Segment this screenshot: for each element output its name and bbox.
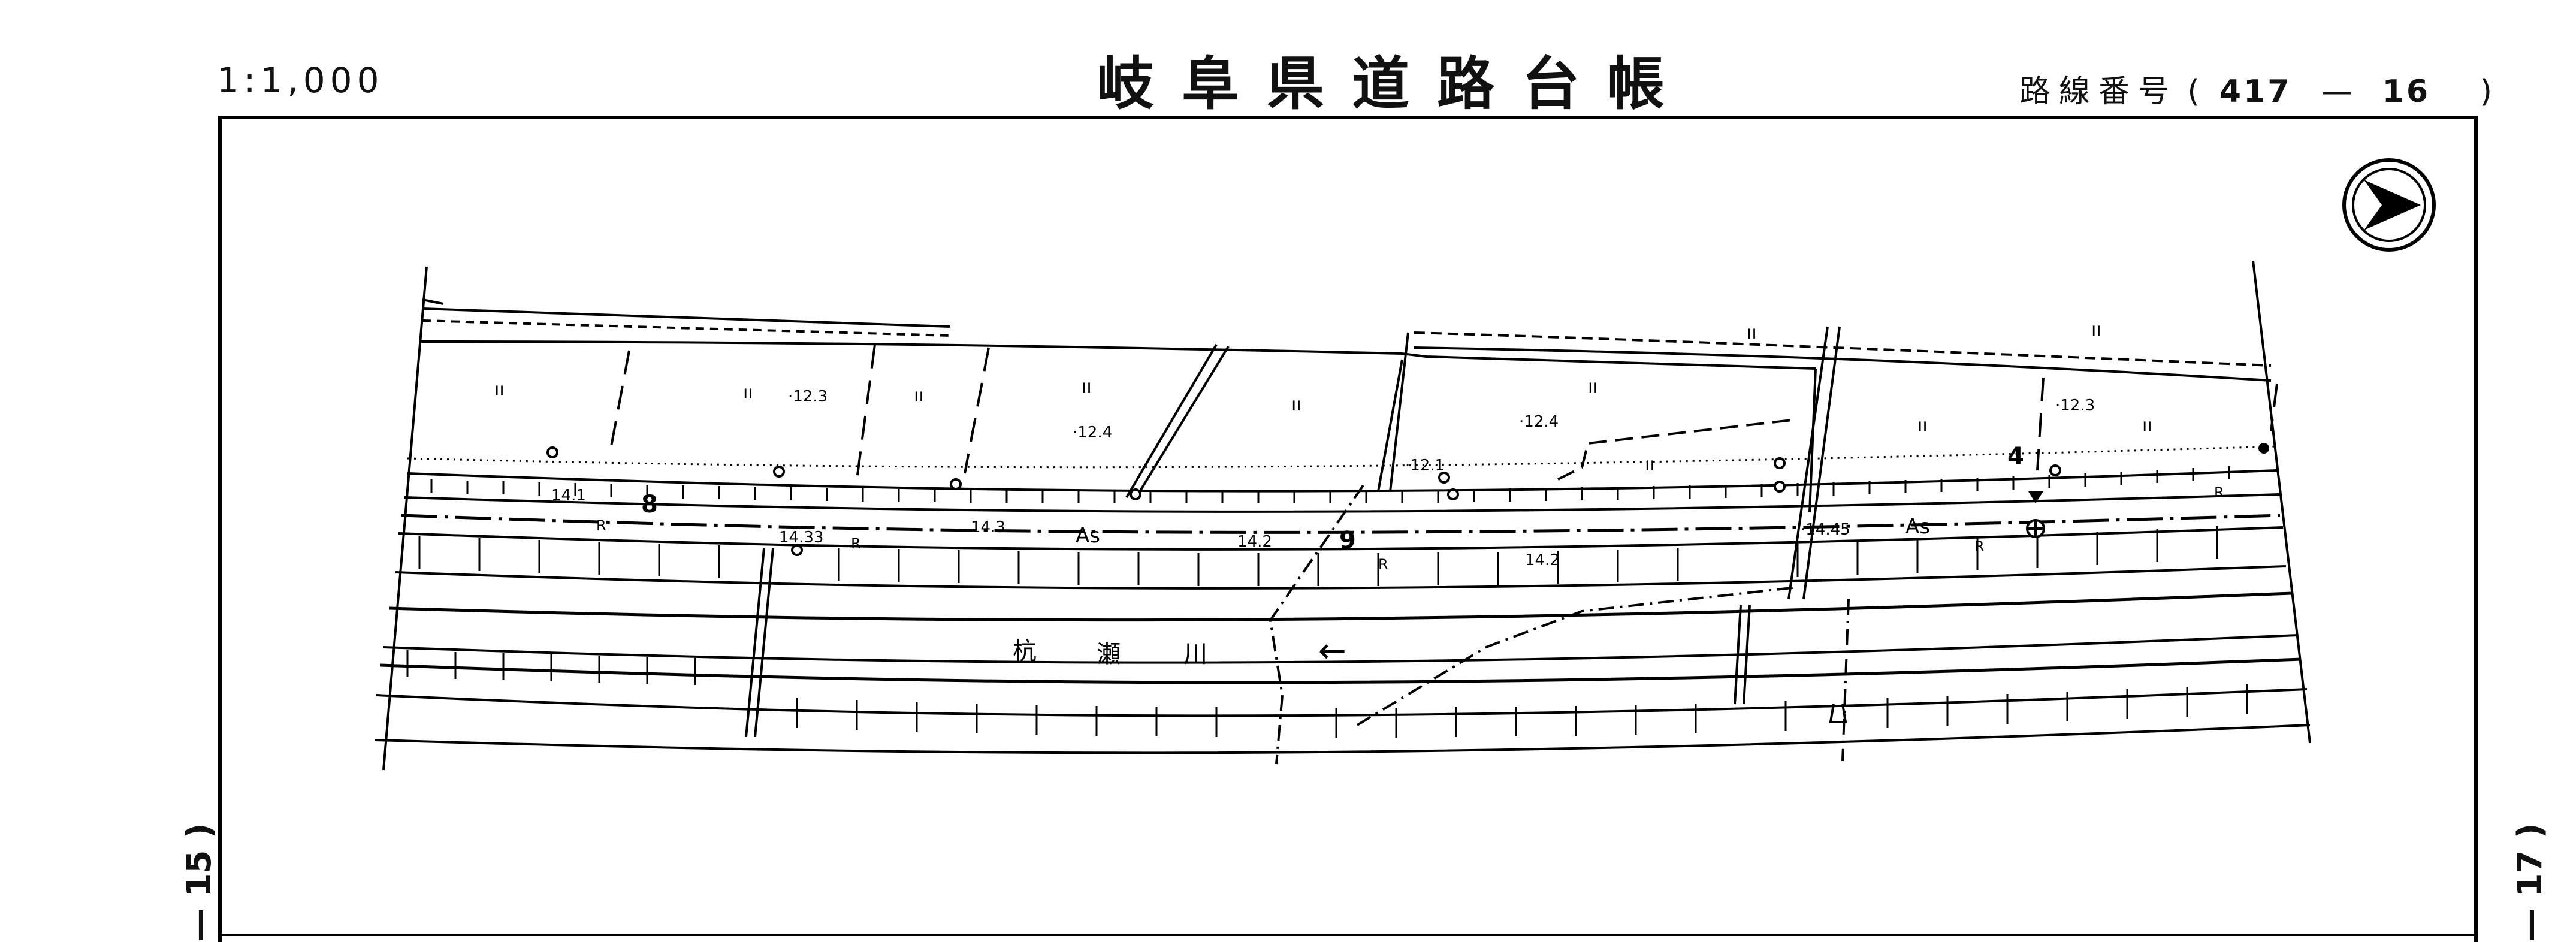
slope-hatching xyxy=(406,466,2248,738)
r-mark: R xyxy=(1974,538,1985,555)
elevation-label: ·12.3 xyxy=(2055,397,2095,415)
flow-direction-arrow-icon: ← xyxy=(1318,632,1346,671)
parcel-boundaries xyxy=(382,260,2311,771)
field-mark: ıı xyxy=(1645,454,1655,475)
section-number: 4 xyxy=(2007,443,2024,470)
elevation-label: 14.2 xyxy=(1237,533,1272,551)
elevation-label: ·12.1 xyxy=(1405,457,1445,475)
road-edges xyxy=(395,445,2287,590)
field-mark: ıı xyxy=(494,379,505,400)
map-frame xyxy=(218,116,2478,942)
route-open-paren: ( xyxy=(2187,74,2200,110)
field-mark: ıı xyxy=(1747,322,1757,343)
elevation-labels: ·12.3 ·12.4 ·12.1 ·12.4 ·12.3 14.1 14.33 14.3 14… xyxy=(551,388,2095,569)
section-numbers: 8 9 4 xyxy=(641,443,2024,554)
r-mark: R xyxy=(851,535,861,552)
elevation-label: ·12.4 xyxy=(1073,424,1112,442)
field-mark: ıı xyxy=(1082,376,1092,397)
elevation-label: ·12.3 xyxy=(788,388,828,406)
field-mark: ıı xyxy=(2142,415,2152,436)
route-label: 路線番号 xyxy=(2019,74,2178,110)
surface-label: As xyxy=(1905,515,1930,539)
field-marks: ıı ıı ıı ıı ıı ıı ıı ıı ıı ıı ıı xyxy=(494,319,2152,475)
field-mark: ıı xyxy=(1291,394,1301,415)
route-dash: — xyxy=(2321,74,2353,110)
r-mark: R xyxy=(2214,484,2224,501)
section-number: 8 xyxy=(641,491,658,518)
elevation-label: ·14.45 xyxy=(1801,521,1850,539)
elevation-label: 14.33 xyxy=(779,529,823,547)
boundary-lines xyxy=(1269,484,1850,765)
surface-labels: As As xyxy=(1076,515,1930,548)
river-name-char: 杭 xyxy=(1013,638,1037,665)
page-title: 岐阜県道路台帳 xyxy=(1097,50,1692,117)
survey-point-markers xyxy=(546,446,2061,556)
r-mark: R xyxy=(1378,556,1388,573)
triangle-marker-icon xyxy=(2028,491,2043,503)
map-scale: 1:1,000 xyxy=(217,60,384,101)
north-arrow-icon xyxy=(2342,158,2436,252)
r-marks: R R R R R xyxy=(596,484,2224,573)
r-mark: R xyxy=(596,517,606,534)
route-number: 417 xyxy=(2219,74,2292,110)
elevation-label: ·12.4 xyxy=(1519,413,1559,431)
elevation-label: 14.3 xyxy=(971,518,1005,536)
elevation-label: 14.2 xyxy=(1525,551,1560,569)
field-mark: ıı xyxy=(2091,319,2101,340)
field-mark: ıı xyxy=(1588,376,1598,397)
route-close-paren: ) xyxy=(2480,74,2492,110)
route-sub-number: 16 xyxy=(2382,74,2431,110)
route-number-label: 路線番号 ( 417 — 16 ) xyxy=(2019,66,2492,111)
river-name-char: 瀬 xyxy=(1097,641,1121,668)
surface-label: As xyxy=(1076,524,1100,548)
field-mark: ıı xyxy=(914,385,924,406)
elevation-label: 14.1 xyxy=(551,487,586,505)
river-name: 杭瀬川 xyxy=(1013,638,1207,668)
river-banks xyxy=(374,548,2311,754)
bench-mark-icon xyxy=(2258,443,2269,454)
field-mark: ıı xyxy=(743,382,753,403)
river-name-char: 川 xyxy=(1183,641,1207,668)
section-number: 9 xyxy=(1339,527,1356,554)
field-mark: ıı xyxy=(1917,415,1928,436)
